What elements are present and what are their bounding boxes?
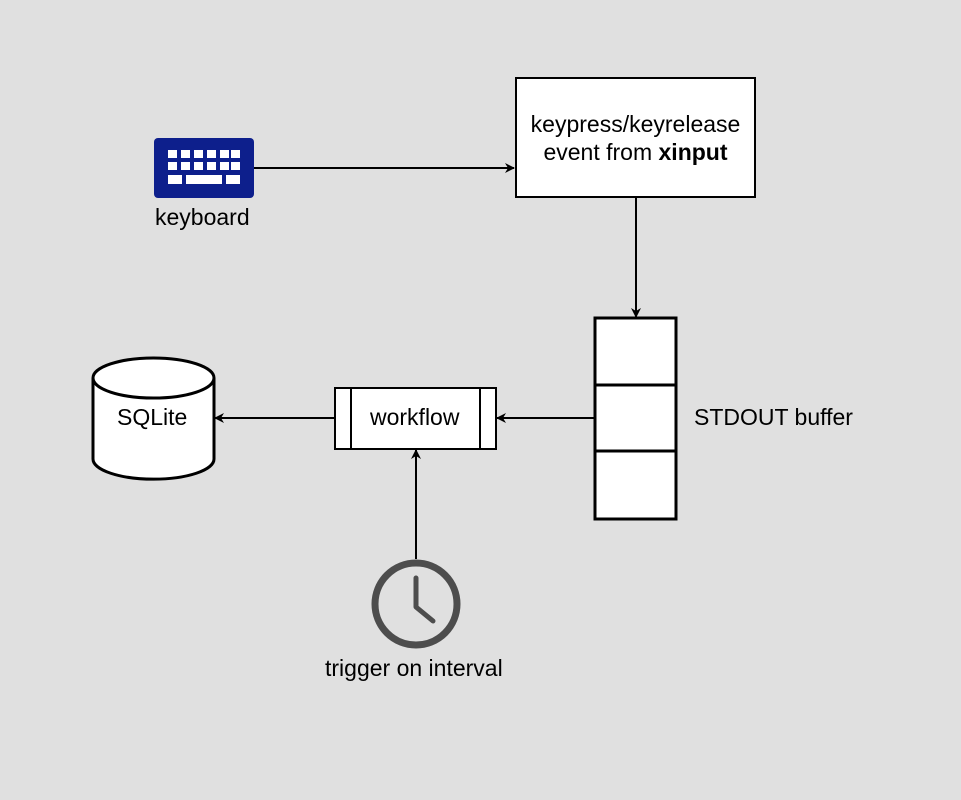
event-source-bold: xinput [658, 138, 728, 165]
buffer-cell-1 [593, 316, 678, 387]
event-source-line2: event from xinput [543, 138, 727, 166]
stdout-buffer-label: STDOUT buffer [694, 404, 853, 430]
database-label: SQLite [117, 404, 188, 430]
timer-label: trigger on interval [325, 655, 503, 681]
event-source-box: keypress/keyrelease event from xinput [515, 77, 756, 198]
buffer-cell-3 [593, 449, 678, 521]
keyboard-icon [154, 138, 254, 198]
clock-icon [371, 559, 461, 649]
database-cylinder [91, 356, 216, 481]
event-source-prefix: event from [543, 138, 659, 165]
buffer-cell-2 [593, 383, 678, 453]
event-source-line1: keypress/keyrelease [530, 110, 741, 137]
workflow-label: workflow [370, 404, 460, 430]
keyboard-label: keyboard [155, 204, 250, 230]
stdout-buffer-stack [593, 316, 678, 521]
workflow-process-box [334, 387, 497, 450]
